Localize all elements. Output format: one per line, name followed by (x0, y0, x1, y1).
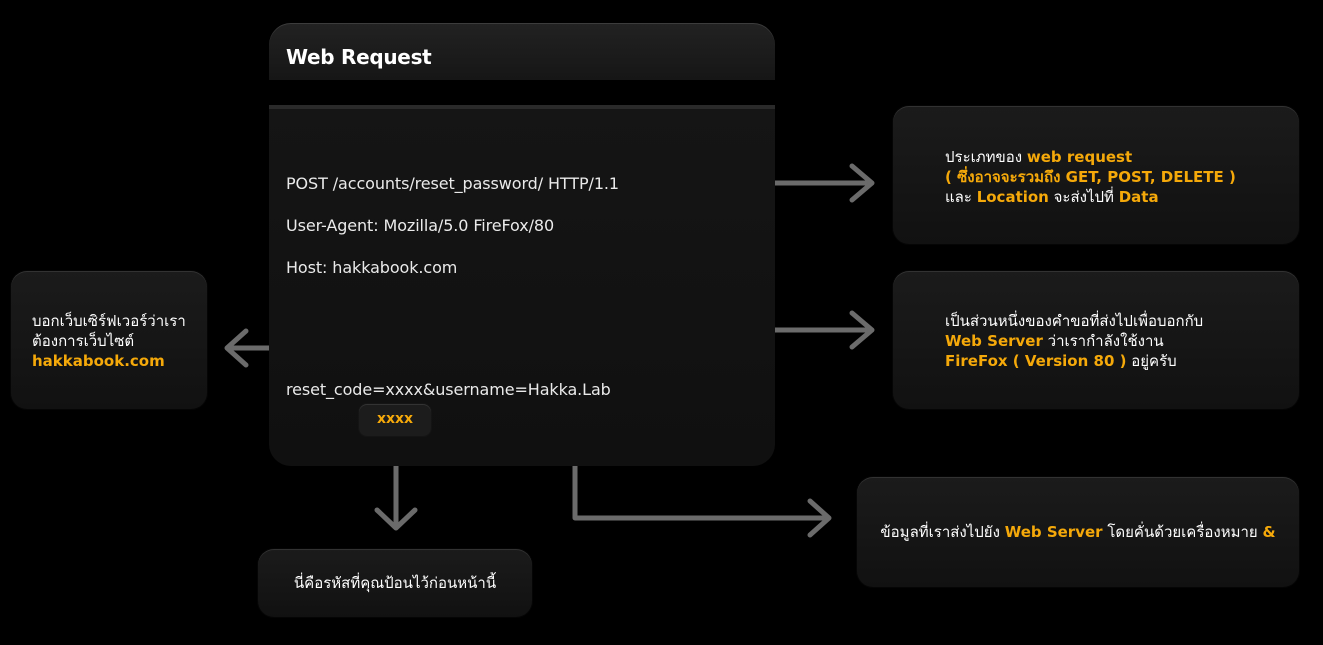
host-line: Host: hakkabook.com (286, 258, 458, 277)
note-request-type-and: และ (945, 188, 977, 206)
note-user-agent-suffix: อยู่ครับ (1126, 352, 1177, 370)
note-request-type-highlight: web request (1026, 148, 1133, 166)
note-body-ampersand: & (1262, 523, 1276, 541)
note-body-separator-text: โดยคั่นด้วยเครื่องหมาย (1102, 523, 1263, 541)
arrowhead-code (374, 507, 418, 531)
note-request-type-prefix: ประเภทของ (945, 148, 1027, 166)
code-badge: xxxx (359, 404, 431, 436)
note-body-server: Web Server (1004, 523, 1103, 541)
note-user-agent-line1: เป็นส่วนหนึ่งของคำขอที่ส่งไปเพื่อบอกกับ (945, 312, 1204, 330)
request-line: POST /accounts/reset_password/ HTTP/1.1 (286, 174, 619, 193)
note-request-type: ประเภทของ web request ( ซึ่งอาจจะรวมถึง … (893, 106, 1299, 244)
note-body-prefix: ข้อมูลที่เราส่งไปยัง (880, 523, 1005, 541)
body-line: reset_code=xxxx&username=Hakka.Lab (286, 380, 611, 399)
note-user-agent-using: ว่าเรากำลังใช้งาน (1042, 332, 1164, 350)
note-request-type-methods: ( ซึ่งอาจจะรวมถึง GET, POST, DELETE ) (945, 168, 1236, 186)
note-code: นี่คือรหัสที่คุณป้อนไว้ก่อนหน้านี้ (258, 549, 532, 617)
note-host-line2: ต้องการเว็บไซต์ (32, 332, 135, 350)
note-host-line1: บอกเว็บเซิร์ฟเวอร์ว่าเรา (32, 312, 186, 330)
note-request-type-sendto: จะส่งไปที่ (1048, 188, 1119, 206)
arrowhead-host (224, 328, 249, 368)
web-request-body (269, 105, 775, 466)
note-user-agent-server: Web Server (945, 332, 1043, 350)
note-user-agent-browser: FireFox ( Version 80 ) (945, 352, 1127, 370)
note-host: บอกเว็บเซิร์ฟเวอร์ว่าเรา ต้องการเว็บไซต์… (11, 271, 207, 409)
arrowhead-request-line (849, 163, 875, 203)
note-body: ข้อมูลที่เราส่งไปยัง Web Server โดยคั่นด… (857, 477, 1299, 587)
note-request-type-data: Data (1118, 188, 1159, 206)
arrowhead-body (807, 498, 832, 538)
note-request-type-location: Location (976, 188, 1049, 206)
note-user-agent: เป็นส่วนหนึ่งของคำขอที่ส่งไปเพื่อบอกกับ … (893, 271, 1299, 409)
note-host-domain: hakkabook.com (32, 352, 165, 370)
web-request-header: Web Request (269, 23, 775, 80)
note-code-text: นี่คือรหัสที่คุณป้อนไว้ก่อนหน้านี้ (293, 574, 497, 592)
arrowhead-user-agent (849, 310, 875, 350)
web-request-title: Web Request (286, 45, 432, 69)
user-agent-line: User-Agent: Mozilla/5.0 FireFox/80 (286, 216, 555, 235)
code-badge-text: xxxx (376, 411, 414, 427)
